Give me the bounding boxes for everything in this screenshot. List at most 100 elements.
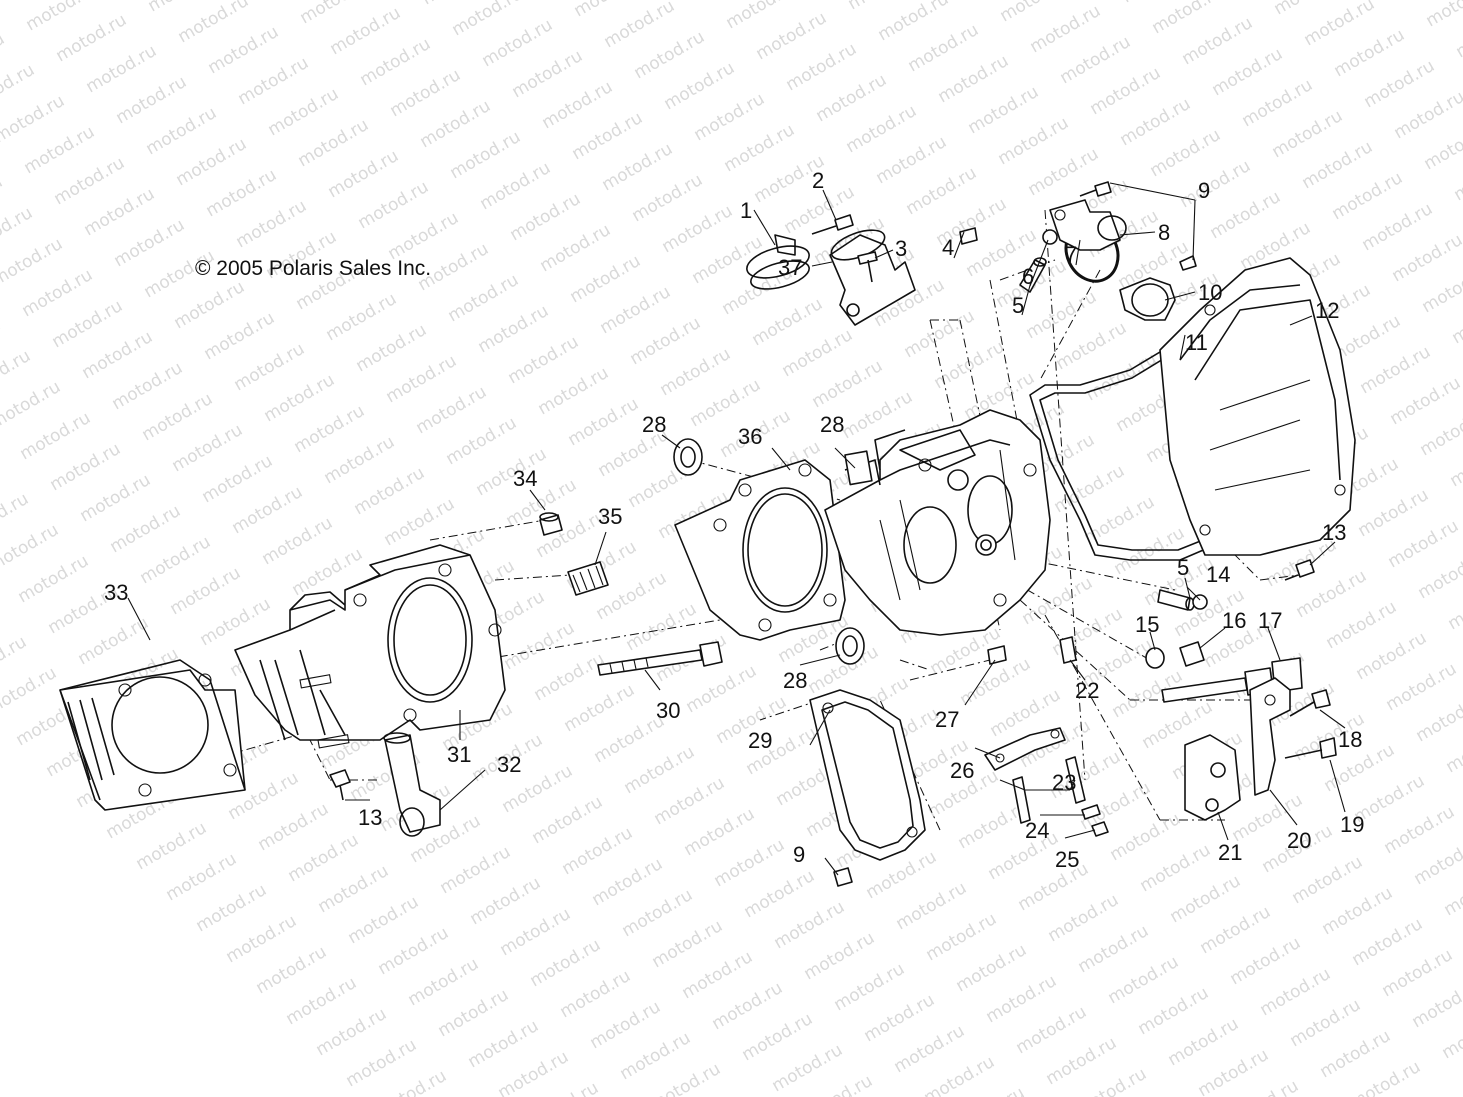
part-6-plug <box>1042 229 1058 245</box>
watermark-text: motod.ru <box>861 990 939 1046</box>
watermark-text: motod.ru <box>621 742 699 798</box>
watermark-text: motod.ru <box>1107 809 1185 865</box>
watermark-text: motod.ru <box>679 947 757 1003</box>
watermark-text: motod.ru <box>873 132 951 188</box>
callout-37: 37 <box>778 255 802 280</box>
watermark-text: motod.ru <box>953 940 1031 996</box>
part-26-gasket <box>984 727 1066 771</box>
watermark-text: motod.ru <box>1349 914 1427 970</box>
watermark-text: motod.ru <box>631 27 709 83</box>
watermark-text: motod.ru <box>531 649 609 705</box>
watermark-text: motod.ru <box>81 184 159 240</box>
watermark-text: motod.ru <box>749 294 827 350</box>
watermark-text: motod.ru <box>565 394 643 450</box>
watermark-text: motod.ru <box>49 296 127 352</box>
part-18-bolt <box>1289 689 1331 717</box>
watermark-text: motod.ru <box>1135 983 1213 1039</box>
watermark-text: motod.ru <box>1057 32 1135 88</box>
watermark-text: motod.ru <box>53 10 131 66</box>
callout-7: 7 <box>1065 242 1077 267</box>
watermark-text: motod.ru <box>779 325 857 381</box>
watermark-text: motod.ru <box>1053 318 1131 374</box>
watermark-text: motod.ru <box>623 599 701 655</box>
watermark-text: motod.ru <box>965 82 1043 138</box>
callout-10: 10 <box>1198 280 1222 305</box>
watermark-text: motod.ru <box>1209 44 1287 100</box>
watermark-text: motod.ru <box>1197 902 1275 958</box>
watermark-text: motod.ru <box>1227 933 1305 989</box>
watermark-text: motod.ru <box>1357 342 1435 398</box>
watermark-text: motod.ru <box>935 51 1013 107</box>
callout-30: 30 <box>656 698 680 723</box>
part-15-washer <box>1145 647 1165 669</box>
watermark-text: motod.ru <box>497 904 575 960</box>
watermark-text: motod.ru <box>561 680 639 736</box>
watermark-text: motod.ru <box>1359 199 1437 255</box>
watermark-text: motod.ru <box>253 942 331 998</box>
watermark-text: motod.ru <box>325 146 403 202</box>
watermark-text: motod.ru <box>1383 659 1461 715</box>
watermark-text: motod.ru <box>473 444 551 500</box>
watermark-text: motod.ru <box>203 165 281 221</box>
watermark-text: motod.ru <box>479 15 557 71</box>
callout-16: 16 <box>1222 608 1246 633</box>
watermark-text: motod.ru <box>1043 1033 1121 1089</box>
callout-5-top: 5 <box>1012 293 1024 318</box>
watermark-text: motod.ru <box>893 878 971 934</box>
watermark-text: motod.ru <box>923 909 1001 965</box>
part-1-clamp <box>746 234 810 290</box>
part-34-dowel <box>539 512 563 536</box>
callout-1: 1 <box>740 198 752 223</box>
watermark-text: motod.ru <box>199 451 277 507</box>
watermark-text: motod.ru <box>657 344 735 400</box>
watermark-text: motod.ru <box>1147 125 1225 181</box>
watermark-text: motod.ru <box>659 201 737 257</box>
callout-33: 33 <box>104 580 128 605</box>
watermark-text: motod.ru <box>505 332 583 388</box>
watermark-text: motod.ru <box>21 122 99 178</box>
callout-21: 21 <box>1218 840 1242 865</box>
watermark-text: motod.ru <box>443 413 521 469</box>
watermark-text: motod.ru <box>261 370 339 426</box>
watermark-text: motod.ru <box>1355 485 1433 541</box>
watermark-text: motod.ru <box>599 139 677 195</box>
watermark-text: motod.ru <box>173 134 251 190</box>
part-20-bracket <box>1249 677 1291 796</box>
watermark-text: motod.ru <box>107 501 185 557</box>
watermark-text: motod.ru <box>327 3 405 59</box>
watermark-text: motod.ru <box>201 308 279 364</box>
part-30-stud <box>597 641 723 676</box>
callout-29: 29 <box>748 728 772 753</box>
callout-12: 12 <box>1315 298 1339 323</box>
watermark-text: motod.ru <box>753 8 831 64</box>
watermark-text: motod.ru <box>1329 168 1407 224</box>
watermark-text: motod.ru <box>467 873 545 929</box>
part-3-bolt <box>857 251 878 283</box>
watermark-text: motod.ru <box>265 84 343 140</box>
watermark-text: motod.ru <box>1257 964 1335 1020</box>
watermark-text: motod.ru <box>345 892 423 948</box>
watermark-text: motod.ru <box>139 389 217 445</box>
watermark-text: motod.ru <box>771 897 849 953</box>
watermark-text: motod.ru <box>1083 349 1161 405</box>
watermark-text: motod.ru <box>51 153 129 209</box>
part-12-valve-cover <box>1159 257 1356 556</box>
watermark-text: motod.ru <box>1087 63 1165 119</box>
watermark-text: motod.ru <box>163 849 241 905</box>
watermark-text: motod.ru <box>1117 94 1195 150</box>
watermark-text: motod.ru <box>1045 890 1123 946</box>
callout-25: 25 <box>1055 847 1079 872</box>
watermark-text: motod.ru <box>721 120 799 176</box>
part-23-studs <box>1012 756 1086 824</box>
watermark-text: motod.ru <box>169 420 247 476</box>
watermark-text: motod.ru <box>109 358 187 414</box>
part-5-dowel-top <box>1019 257 1047 293</box>
watermark-text: motod.ru <box>283 973 361 1029</box>
watermark-text: motod.ru <box>529 792 607 848</box>
watermark-text: motod.ru <box>649 916 727 972</box>
watermark-text: motod.ru <box>447 127 525 183</box>
cylinder-head <box>824 409 1051 636</box>
callout-8: 8 <box>1158 220 1170 245</box>
watermark-text: motod.ru <box>231 339 309 395</box>
